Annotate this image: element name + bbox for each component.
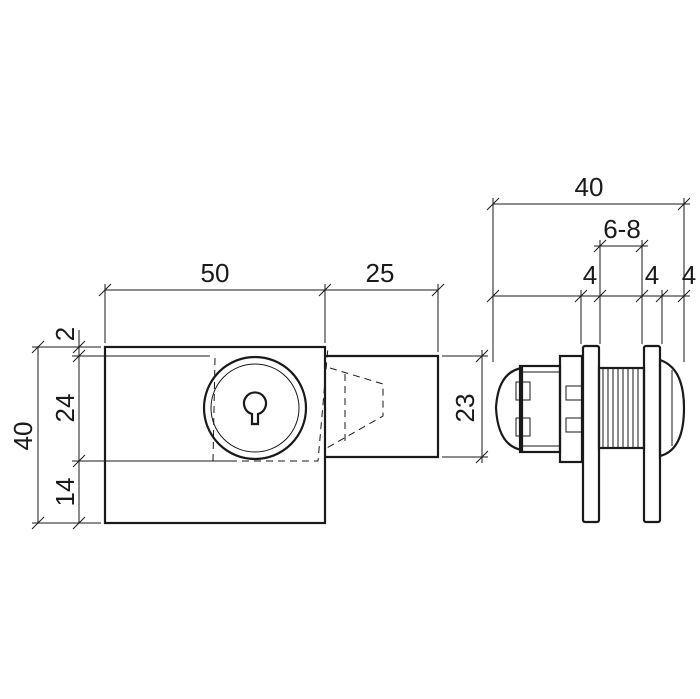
- side-view: 40 6-8 4 4 4: [486, 172, 696, 524]
- tick: [31, 516, 45, 530]
- dim-label-end: 4: [682, 260, 696, 290]
- thread-lines: [602, 368, 639, 448]
- tick: [574, 289, 588, 303]
- tick: [98, 283, 112, 297]
- tick: [31, 340, 45, 354]
- keyhole-icon: [242, 391, 268, 426]
- head-detail-left: [515, 417, 531, 437]
- tick: [635, 289, 649, 303]
- tick: [72, 454, 86, 468]
- tick: [72, 340, 86, 354]
- tick: [677, 197, 691, 211]
- panel-plate-right: [642, 344, 662, 524]
- dim-label-body-width: 50: [201, 258, 230, 288]
- tick: [318, 283, 332, 297]
- head-detail-left: [515, 381, 531, 401]
- tick: [475, 450, 489, 464]
- tick: [475, 349, 489, 363]
- front-view: 50 25 40 2 24 14 23: [8, 258, 489, 530]
- dim-label-right-washer: 4: [645, 260, 659, 290]
- dim-label-bottom: 14: [50, 478, 80, 507]
- dim-label-cylinder: 24: [50, 394, 80, 423]
- nut-outline: [558, 354, 584, 464]
- dim-label-bolt-height: 23: [450, 394, 480, 423]
- dim-label-bolt-width: 25: [366, 258, 395, 288]
- cylinder-inner-circle: [210, 363, 300, 453]
- end-cap-outline: [658, 358, 686, 458]
- dim-label-panel-range: 6-8: [603, 214, 641, 244]
- tick: [486, 289, 500, 303]
- dim-label-left-washer: 4: [583, 260, 597, 290]
- tick: [593, 289, 607, 303]
- tick: [486, 197, 500, 211]
- cylinder-outer-circle: [202, 355, 308, 461]
- dim-label-top-offset: 2: [50, 327, 80, 341]
- tick: [593, 239, 607, 253]
- hidden-cam-taper: [324, 367, 384, 450]
- lock-body-outline: [103, 345, 327, 525]
- nut-detail: [565, 385, 583, 401]
- bolt-outline: [325, 354, 440, 459]
- cylinder-head-body: [518, 364, 562, 454]
- hidden-cam-outline: [212, 346, 329, 462]
- tick: [655, 289, 669, 303]
- tick: [431, 283, 445, 297]
- tick: [635, 239, 649, 253]
- cylinder-head-outline: [494, 366, 524, 452]
- panel-plate-left: [581, 344, 601, 524]
- threaded-body-outline: [597, 366, 646, 450]
- tick: [72, 516, 86, 530]
- dim-label-total-length: 40: [575, 172, 604, 202]
- nut-detail: [565, 417, 583, 433]
- tick: [72, 349, 86, 363]
- dim-label-total-height: 40: [8, 422, 38, 451]
- tick: [677, 289, 691, 303]
